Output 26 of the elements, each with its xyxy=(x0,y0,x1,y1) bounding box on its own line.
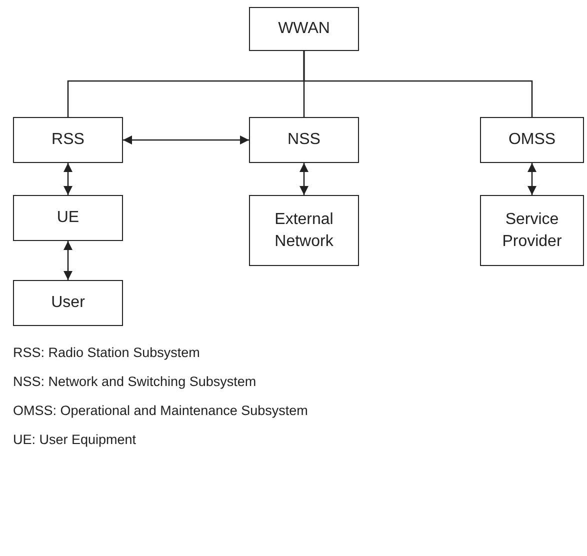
component-box xyxy=(13,195,123,241)
box-label: RSS xyxy=(50,130,86,150)
component-box xyxy=(480,117,584,163)
abbreviation-note: RSS: Radio Station Subsystem xyxy=(13,345,200,360)
connector-line xyxy=(303,51,533,117)
abbreviation-note: UE: User Equipment xyxy=(13,432,136,447)
double-arrow xyxy=(64,241,72,280)
box-label: UE xyxy=(56,208,80,228)
double-arrow xyxy=(64,163,72,195)
component-box xyxy=(249,195,359,266)
abbreviation-note: OMSS: Operational and Maintenance Subsystem xyxy=(13,403,308,418)
box-label: External Network xyxy=(274,210,334,252)
double-arrow xyxy=(528,163,536,195)
component-box xyxy=(13,117,123,163)
component-box xyxy=(13,280,123,326)
box-label: NSS xyxy=(286,130,322,150)
box-label: User xyxy=(50,293,86,313)
abbreviation-note: NSS: Network and Switching Subsystem xyxy=(13,374,256,389)
component-box xyxy=(249,7,359,51)
component-box xyxy=(249,117,359,163)
box-label: WWAN xyxy=(277,19,331,39)
double-arrow xyxy=(123,136,249,144)
double-arrow xyxy=(300,163,308,195)
box-label: OMSS xyxy=(507,130,557,150)
box-label: Service Provider xyxy=(501,210,563,252)
component-box xyxy=(480,195,584,266)
